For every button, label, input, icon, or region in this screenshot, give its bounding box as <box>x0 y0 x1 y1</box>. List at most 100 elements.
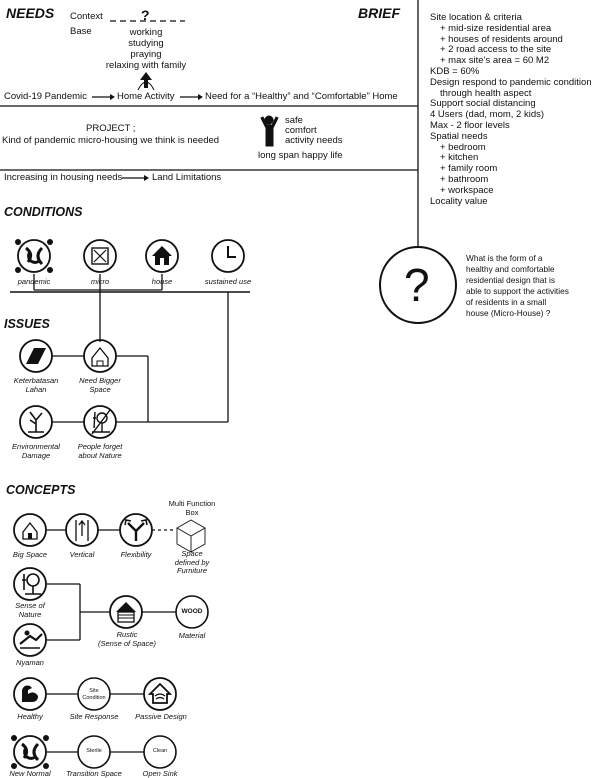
big-question-mark: ? <box>404 259 430 311</box>
transition-space-label: Transition Space <box>66 769 122 778</box>
brief-item: + kitchen <box>440 152 479 164</box>
question-line: What is the form of a <box>466 253 543 263</box>
brief-item: + 2 road access to the site <box>440 44 552 56</box>
condition-label: sustained use <box>204 277 252 286</box>
dead-tree-icon <box>19 405 53 439</box>
flow-pandemic: Covid-19 Pandemic <box>4 91 87 102</box>
healthy-arm-icon <box>13 677 47 711</box>
healthy-label: Healthy <box>17 712 43 721</box>
housing-needs: Increasing in housing needs <box>4 172 123 183</box>
vertical-icon <box>65 513 99 547</box>
brief-item: through health aspect <box>440 87 532 99</box>
project-title: PROJECT ; <box>86 123 136 134</box>
brief-header: BRIEF <box>358 5 400 21</box>
question-circle <box>379 246 457 324</box>
question-line: house (Micro-House) ? <box>466 308 551 318</box>
material-label: Material <box>178 631 206 640</box>
sterile-circle <box>77 735 111 769</box>
sense-of-nature-icon <box>13 567 47 601</box>
brief-item: Design respond to pandemic condition <box>430 76 592 88</box>
nyaman-label: Nyaman <box>16 658 44 667</box>
question-line: healthy and comfortable <box>466 264 555 274</box>
brief-item: Spatial needs <box>430 130 488 142</box>
person-note: activity needs <box>285 135 343 146</box>
question-line: of residents in a small <box>466 297 547 307</box>
activity-item: working <box>129 27 163 38</box>
concept-label: Big Space <box>12 550 48 559</box>
question-line: able to support the activities <box>466 286 569 296</box>
rustic-label: Rustic(Sense of Space) <box>98 630 156 648</box>
arrowhead <box>198 94 203 100</box>
land-limitations: Land Limitations <box>152 172 222 183</box>
activity-item: relaxing with family <box>105 60 187 71</box>
brief-item: + bedroom <box>440 141 486 153</box>
micro-icon <box>83 239 117 273</box>
base-label: Base <box>70 26 92 37</box>
flow-home-activity: Home Activity <box>117 91 175 102</box>
brief-item: + bathroom <box>440 173 489 185</box>
needs-header: NEEDS <box>6 5 55 21</box>
research-question: What is the form of a healthy and comfor… <box>466 253 569 319</box>
activity-item: studying <box>128 38 164 49</box>
wood-text: WOOD <box>181 608 203 615</box>
open-sink-label: Open Sink <box>142 769 178 778</box>
concepts-header: CONCEPTS <box>6 483 76 497</box>
site-condition-circle <box>77 677 111 711</box>
house-icon <box>145 239 179 273</box>
flexibility-icon <box>119 513 153 547</box>
activity-item: praying <box>130 49 162 60</box>
conditions-header: CONDITIONS <box>4 205 83 219</box>
brief-item: + houses of residents around <box>440 33 563 45</box>
needs-question-mark: ? <box>141 7 150 23</box>
long-span-note: long span happy life <box>258 150 343 161</box>
brief-item: + max site’s area = 60 M2 <box>440 55 550 67</box>
brief-item: Locality value <box>430 195 488 207</box>
wood-circle <box>175 595 209 629</box>
relax-icon <box>13 623 47 657</box>
up-arrow-icon <box>137 72 155 91</box>
new-normal-icon <box>11 735 49 769</box>
sterile-text: Sterile <box>86 748 102 754</box>
brief-item: + workspace <box>440 184 494 196</box>
clean-circle <box>143 735 177 769</box>
brief-item: KDB = 60% <box>430 65 480 77</box>
clock-icon <box>211 239 245 273</box>
project-description: Kind of pandemic micro-housing we think … <box>2 135 220 146</box>
context-label: Context <box>70 11 103 22</box>
no-nature-icon <box>83 405 117 439</box>
person-note: safe <box>285 115 303 126</box>
brief-item: + family room <box>440 163 498 175</box>
condition-label: house <box>151 277 173 286</box>
pandemic-icon <box>15 239 53 273</box>
question-line: residential design that is <box>466 275 556 285</box>
site-response-label: Site Response <box>69 712 119 721</box>
brief-item: Support social distancing <box>430 98 536 110</box>
brief-item: + mid-size residential area <box>440 22 552 34</box>
arrowhead <box>110 94 115 100</box>
arrowhead <box>144 175 149 181</box>
passive-design-icon <box>143 677 177 711</box>
rustic-house-icon <box>109 595 143 629</box>
brief-list: Site location & criteria + mid-size resi… <box>430 12 597 207</box>
brief-item: Max - 2 floor levels <box>430 119 510 131</box>
brief-item: 4 Users (dad, mom, 2 kids) <box>430 109 545 121</box>
bigger-house-icon <box>83 339 117 373</box>
person-icon <box>260 115 279 147</box>
furniture-box-icon <box>176 519 206 553</box>
concept-label: Vertical <box>69 550 95 559</box>
concept-label: Flexibility <box>120 550 152 559</box>
passive-design-label: Passive Design <box>135 712 187 721</box>
condition-label: micro <box>90 277 110 286</box>
condition-label: pandemic <box>17 277 51 286</box>
person-note: comfort <box>285 125 317 136</box>
brief-item: Site location & criteria <box>430 12 522 23</box>
